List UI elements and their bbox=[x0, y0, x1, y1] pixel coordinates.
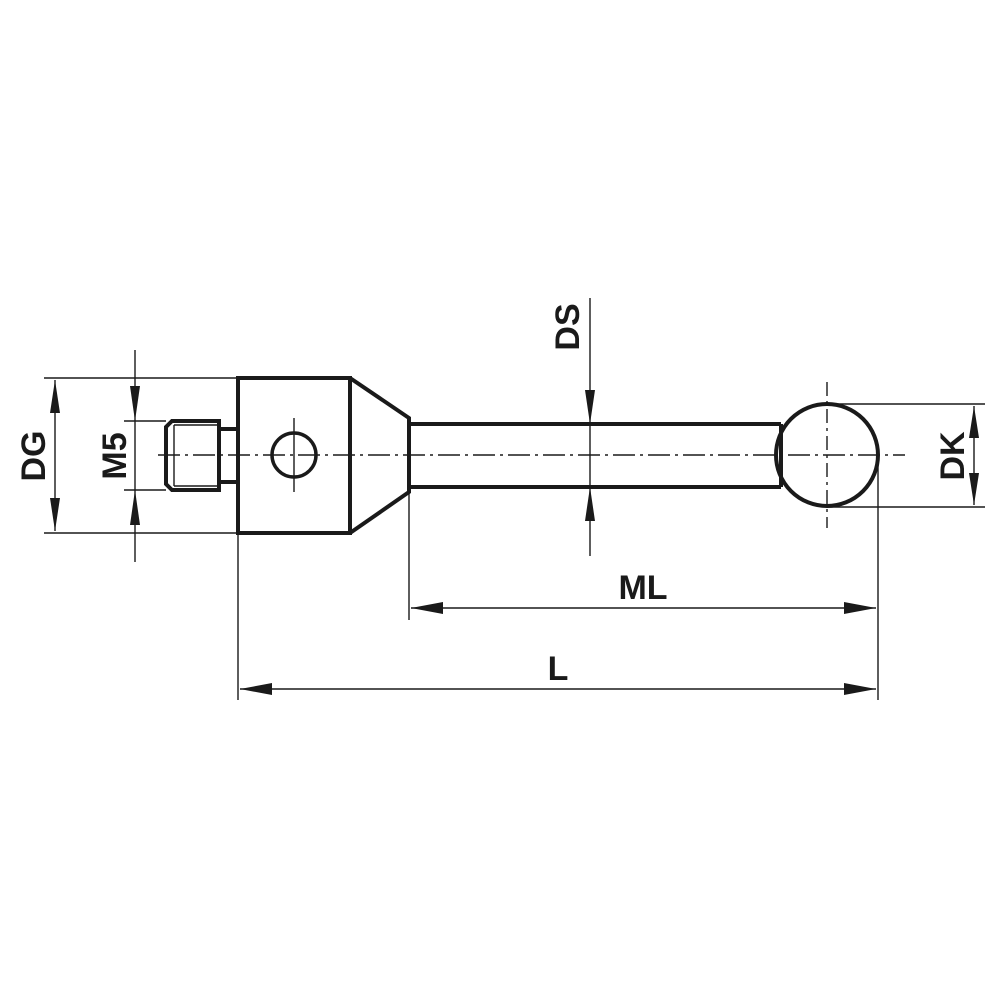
label-m5: M5 bbox=[96, 432, 134, 479]
dimension-ds: DS bbox=[549, 298, 595, 556]
label-l: L bbox=[548, 650, 569, 688]
dimension-ml: ML bbox=[411, 569, 876, 614]
label-dk: DK bbox=[934, 431, 972, 481]
label-dg: DG bbox=[15, 431, 53, 482]
stylus-body bbox=[236, 376, 352, 535]
label-ml: ML bbox=[618, 569, 667, 607]
thread-m5 bbox=[164, 419, 238, 492]
label-ds: DS bbox=[549, 303, 587, 350]
dimension-dg: DG bbox=[15, 377, 238, 534]
dimension-l: L bbox=[240, 650, 876, 695]
stylus-cone bbox=[348, 376, 411, 535]
dimension-dk: DK bbox=[827, 403, 985, 508]
dimension-m5: M5 bbox=[96, 350, 166, 562]
